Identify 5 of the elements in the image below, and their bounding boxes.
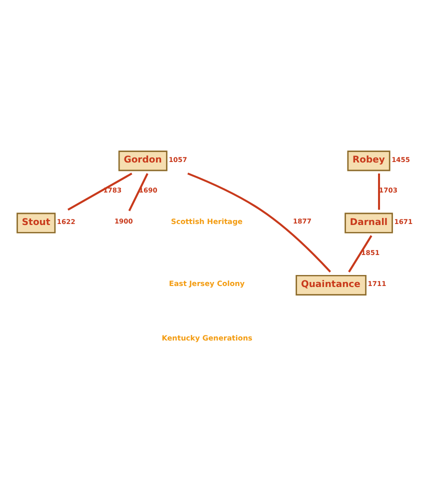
- connector: [68, 172, 132, 211]
- connector: [348, 235, 372, 272]
- connector: [187, 172, 332, 273]
- connector: [128, 173, 148, 212]
- connector: [378, 174, 380, 210]
